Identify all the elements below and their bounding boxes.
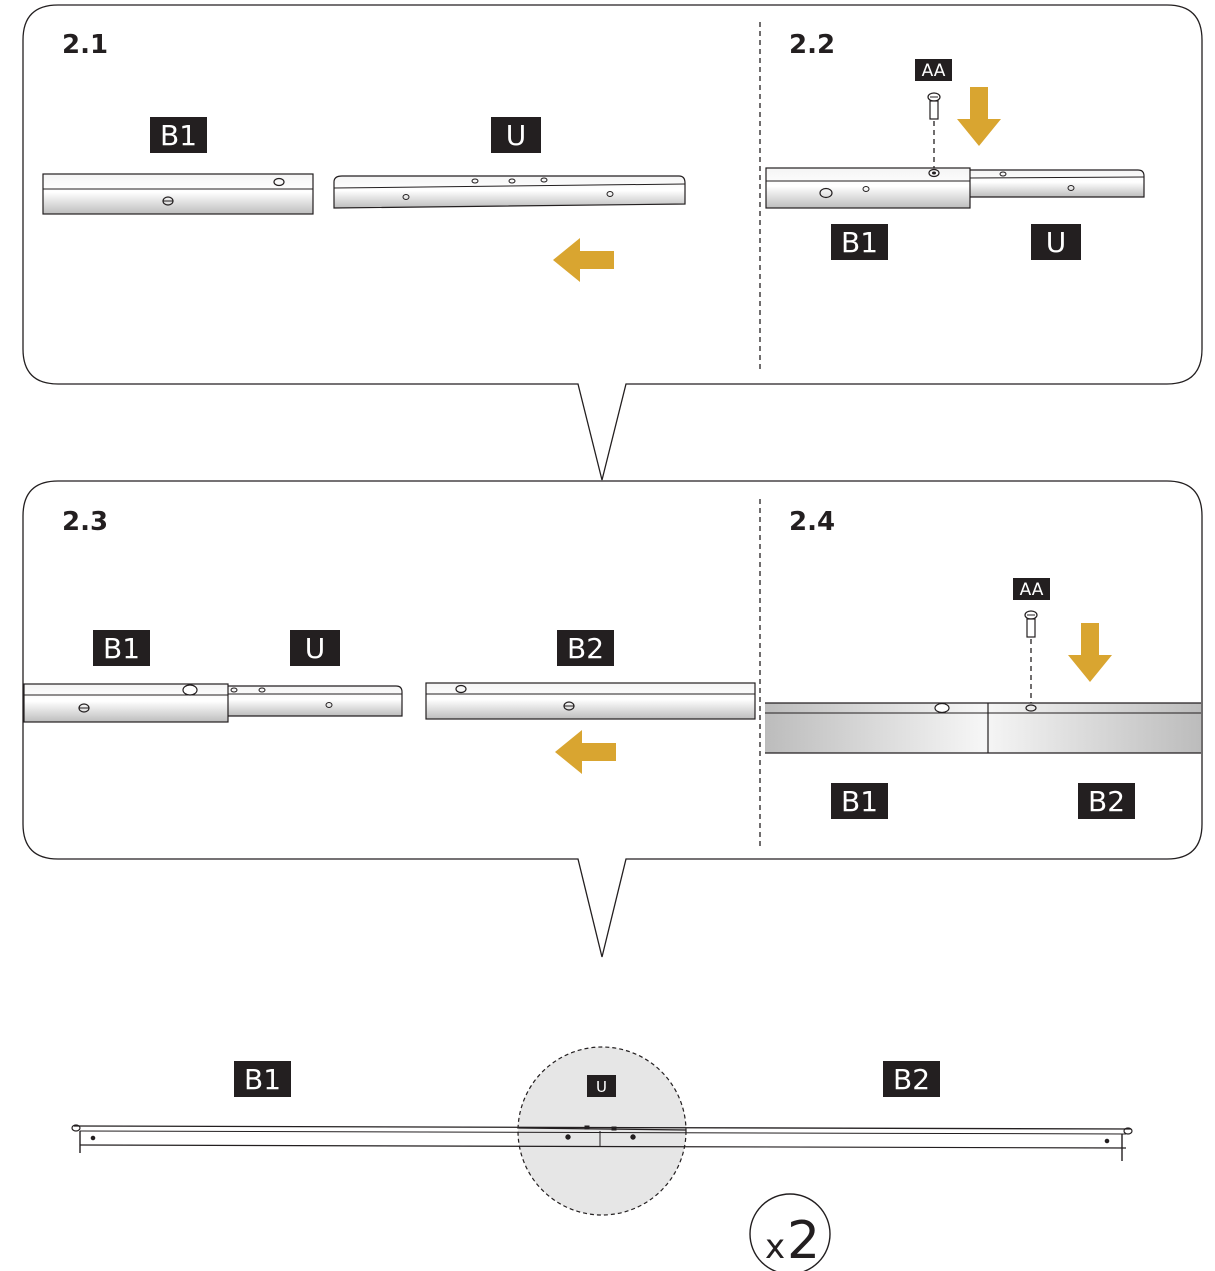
assembled-rail [71, 1124, 1133, 1161]
svg-text:B1: B1 [244, 1063, 281, 1096]
tag-u: U [491, 117, 541, 153]
tag-b1-step24: B1 [831, 783, 888, 819]
tag-b1-final: B1 [234, 1061, 291, 1097]
tag-b2-step23: B2 [557, 630, 614, 666]
quantity-x: x [765, 1227, 785, 1267]
rail-u-joined [967, 169, 1145, 198]
panel-middle: 2.3 B1 U B2 [22, 480, 1203, 958]
screw-icon [1024, 610, 1038, 720]
rail-u-step23 [225, 685, 403, 717]
tag-u-step22: U [1031, 224, 1081, 260]
tag-b1-step22: B1 [831, 224, 888, 260]
panel-top-frame [22, 4, 1203, 481]
arrow-down-icon [1068, 623, 1112, 682]
svg-text:U: U [596, 1078, 607, 1096]
tag-u-final: U [587, 1075, 616, 1097]
rail-b1-joined [765, 167, 971, 209]
tag-b2-step24: B2 [1078, 783, 1135, 819]
tag-u-step23: U [290, 630, 340, 666]
rail-u [333, 175, 686, 209]
tag-b1-step23: B1 [93, 630, 150, 666]
step-2-3-label: 2.3 [62, 507, 108, 537]
svg-text:B2: B2 [893, 1063, 930, 1096]
rail-b1 [42, 173, 314, 215]
quantity-badge: x 2 [749, 1193, 831, 1271]
tag-b2-final: B2 [883, 1061, 940, 1097]
svg-text:U: U [506, 119, 527, 152]
magnifier-circle [517, 1046, 687, 1216]
rail-b1-b2-joined [765, 702, 1201, 754]
screw-icon [927, 92, 941, 168]
svg-text:B1: B1 [160, 119, 197, 152]
rail-b1-step23 [23, 683, 229, 723]
svg-text:B1: B1 [841, 226, 878, 259]
panel-top: 2.1 B1 U 2.2 AA [22, 4, 1203, 481]
svg-text:U: U [1046, 226, 1067, 259]
rail-b2-step23 [425, 682, 756, 720]
step-2-4-label: 2.4 [789, 507, 835, 537]
svg-text:U: U [305, 632, 326, 665]
final-assembly: B1 U B2 x [71, 1046, 1133, 1271]
tag-b1: B1 [150, 117, 207, 153]
arrow-down-icon [957, 87, 1001, 146]
tag-aa-step24: AA [1013, 578, 1050, 600]
svg-text:B2: B2 [1088, 785, 1125, 818]
step-2-2-label: 2.2 [789, 30, 835, 60]
svg-text:AA: AA [922, 61, 946, 81]
arrow-left-icon [555, 730, 616, 774]
step-2-1-label: 2.1 [62, 30, 108, 60]
svg-text:B2: B2 [567, 632, 604, 665]
svg-text:B1: B1 [841, 785, 878, 818]
svg-text:B1: B1 [103, 632, 140, 665]
arrow-left-icon [553, 238, 614, 282]
tag-aa: AA [915, 59, 952, 81]
svg-text:AA: AA [1020, 580, 1044, 600]
quantity-number: 2 [787, 1211, 820, 1271]
